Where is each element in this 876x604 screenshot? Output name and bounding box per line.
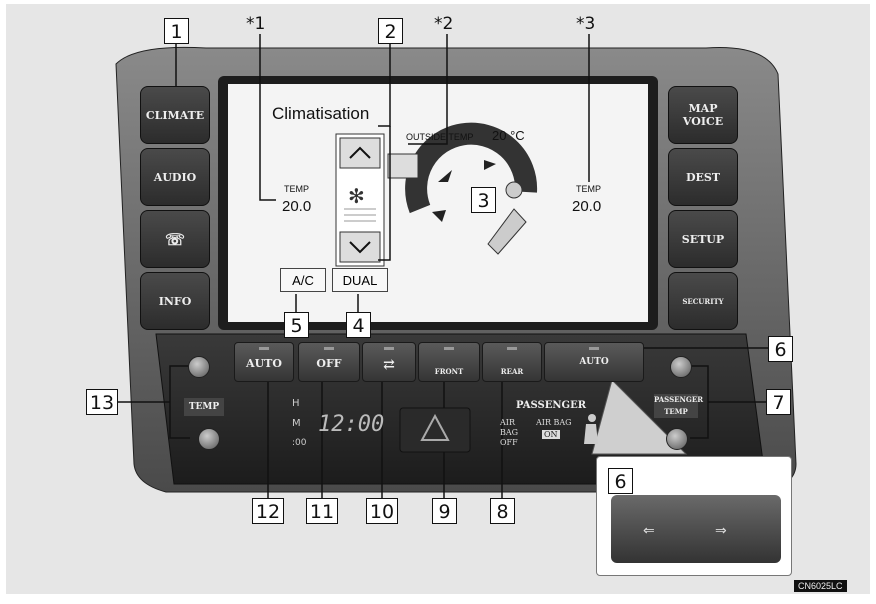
auto-label: AUTO <box>246 357 282 370</box>
front-defroster-button[interactable]: FRONT <box>418 342 480 382</box>
callout-6: 6 <box>768 336 793 362</box>
phone-button[interactable]: ☏ <box>140 210 210 268</box>
airbag-on-label: AIR BAG <box>536 418 572 427</box>
audio-button[interactable]: AUDIO <box>140 148 210 206</box>
callout-10: 10 <box>366 498 398 524</box>
temp-left-up-button[interactable] <box>188 356 210 378</box>
temp-left-down-button[interactable] <box>198 428 220 450</box>
star-1: *1 <box>246 14 266 34</box>
map-voice-button[interactable]: MAP VOICE <box>668 86 738 144</box>
recirculation-icon: ⇄ <box>383 357 395 373</box>
callout-9: 9 <box>432 498 457 524</box>
callout-7: 7 <box>766 389 791 415</box>
callout-2: 2 <box>378 18 403 44</box>
outside-temp-value: 20 °C <box>492 128 525 143</box>
airbag-off-label: AIR BAG OFF <box>500 418 519 447</box>
airbag-on-indicator: ON <box>542 430 560 439</box>
callout-5: 5 <box>284 312 309 338</box>
fan-down-button[interactable] <box>340 232 380 262</box>
left-temp-value: 20.0 <box>282 198 312 215</box>
star-2: *2 <box>434 14 454 34</box>
callout-6-inset: 6 <box>608 468 633 494</box>
info-button[interactable]: INFO <box>140 272 210 330</box>
passenger-temp-label: PASSENGER TEMP <box>654 394 704 418</box>
setup-button[interactable]: SETUP <box>668 210 738 268</box>
outside-temp-label: OUTSIDE TEMP <box>406 132 474 142</box>
callout-11: 11 <box>306 498 338 524</box>
right-temp-label: TEMP <box>576 184 602 194</box>
fan-speed-button[interactable]: AUTO <box>544 342 644 382</box>
clock-m: M <box>292 418 301 429</box>
image-code: CN6025LC <box>794 580 847 592</box>
ac-button[interactable]: A/C <box>280 268 326 292</box>
clock-00: :00 <box>292 438 307 448</box>
front-defrost-label: FRONT <box>434 367 464 376</box>
callout-12: 12 <box>252 498 284 524</box>
temp-left-label: TEMP <box>184 398 224 416</box>
zoom-fan-high-icon: ⇒ <box>715 523 727 539</box>
left-temp-label: TEMP <box>284 184 310 194</box>
rear-defog-label: REAR <box>500 367 524 376</box>
clock-h: H <box>292 398 300 409</box>
callout-3: 3 <box>471 187 496 213</box>
climate-button[interactable]: CLIMATE <box>140 86 210 144</box>
rear-defogger-button[interactable]: REAR <box>482 342 542 382</box>
zoom-fan-low-icon: ⇐ <box>643 523 655 539</box>
illustration: ⇐ ⇒ CLIMATE AUDIO ☏ INFO MAP VOICE DEST … <box>6 4 870 594</box>
dual-button[interactable]: DUAL <box>332 268 388 292</box>
passenger-label: PASSENGER <box>516 400 587 411</box>
temp-right-up-button[interactable] <box>670 356 692 378</box>
temp-right-down-button[interactable] <box>666 428 688 450</box>
screen-title: Climatisation <box>272 104 370 123</box>
star-3: *3 <box>576 14 596 34</box>
auto-button[interactable]: AUTO <box>234 342 294 382</box>
fan-auto-label: AUTO <box>579 357 609 367</box>
dest-button[interactable]: DEST <box>668 148 738 206</box>
right-temp-value: 20.0 <box>572 198 602 215</box>
callout-4: 4 <box>346 312 371 338</box>
fan-up-button[interactable] <box>340 138 380 168</box>
clock-display: 12:00 <box>318 412 385 437</box>
security-button[interactable]: SECURITY <box>668 272 738 330</box>
fan-off-button[interactable]: OFF <box>298 342 360 382</box>
phone-icon: ☏ <box>164 229 185 249</box>
fan-icon: ✻ <box>348 184 365 208</box>
callout-1: 1 <box>164 18 189 44</box>
fresh-air-button[interactable]: ⇄ <box>362 342 416 382</box>
zoom-inset: ⇐ ⇒ <box>596 456 792 576</box>
callout-13: 13 <box>86 389 118 415</box>
zoom-button-panel <box>611 495 781 563</box>
callout-8: 8 <box>490 498 515 524</box>
fan-off-label: OFF <box>316 357 342 370</box>
